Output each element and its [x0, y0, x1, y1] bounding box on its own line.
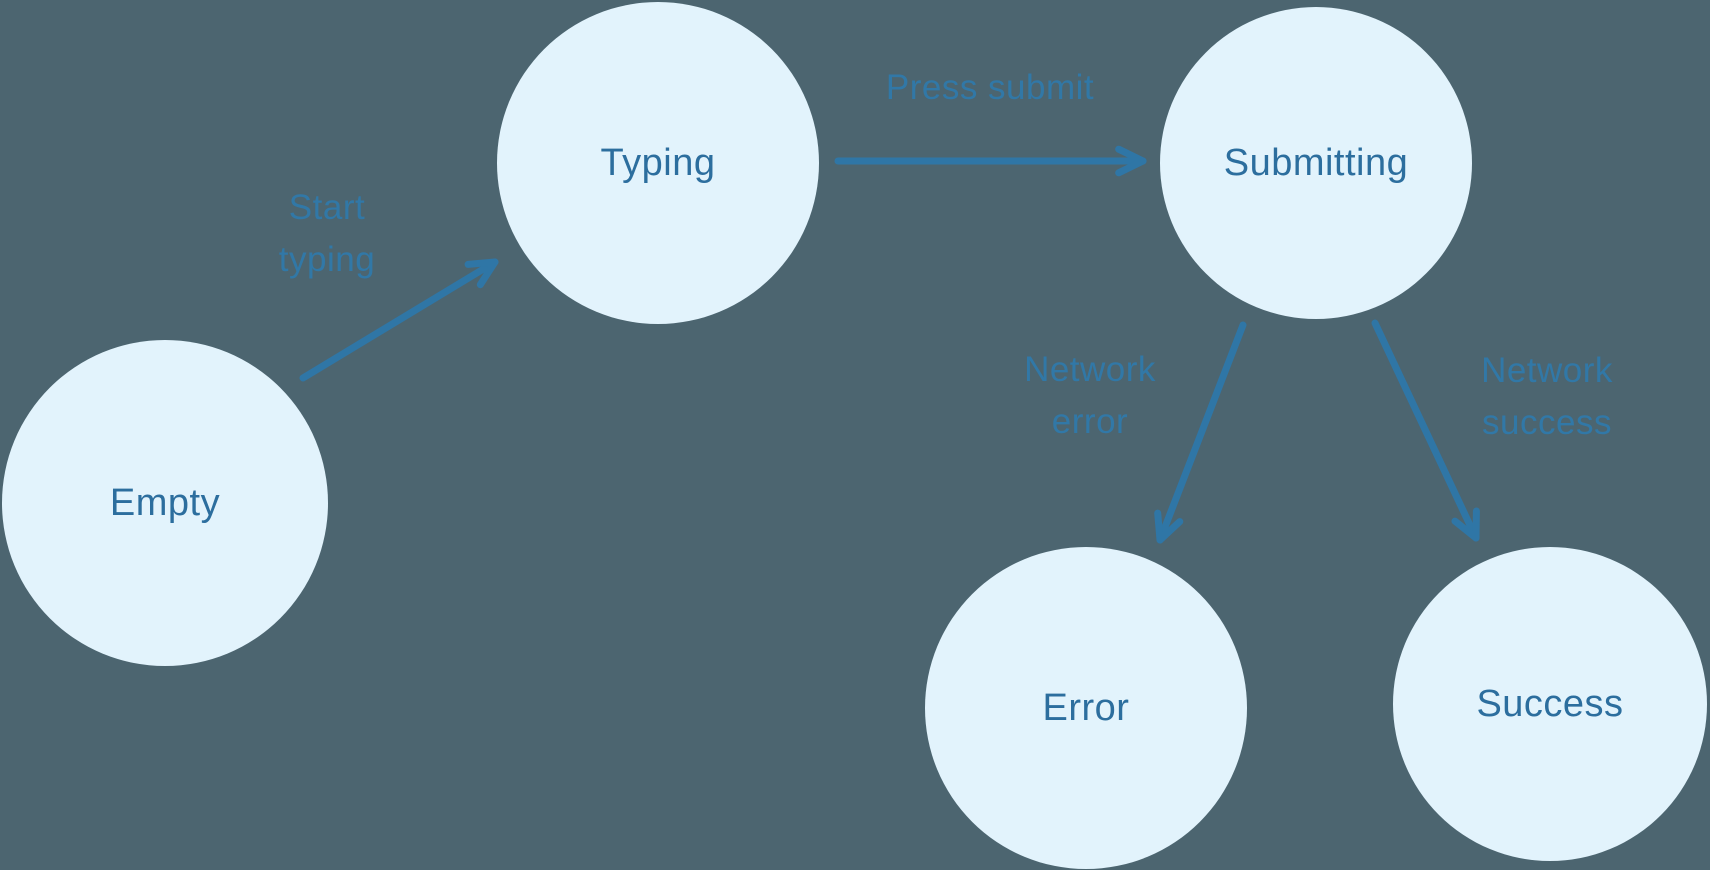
edge-label-network-success: Network success [1481, 351, 1613, 442]
edge-arrow-network-error [1154, 321, 1247, 544]
state-node-label: Empty [109, 481, 221, 524]
edge-label-network-error: Network error [1024, 350, 1156, 441]
state-node-success: Success [1393, 547, 1707, 861]
state-node-label: Typing [600, 141, 716, 184]
edge-label-start-typing: Start typing [278, 188, 376, 279]
state-node-typing: Typing [497, 2, 819, 324]
state-node-label: Submitting [1223, 141, 1409, 184]
state-node-submitting: Submitting [1160, 7, 1472, 319]
edge-arrow-press-submit [834, 145, 1147, 177]
edge-arrow-network-success [1371, 319, 1480, 542]
state-node-error: Error [925, 547, 1247, 869]
state-node-empty: Empty [2, 340, 328, 666]
state-node-label: Error [1042, 686, 1130, 729]
state-node-label: Success [1476, 682, 1624, 725]
edge-label-press-submit: Press submit [885, 68, 1095, 107]
edge-arrow-start-typing [299, 258, 499, 382]
